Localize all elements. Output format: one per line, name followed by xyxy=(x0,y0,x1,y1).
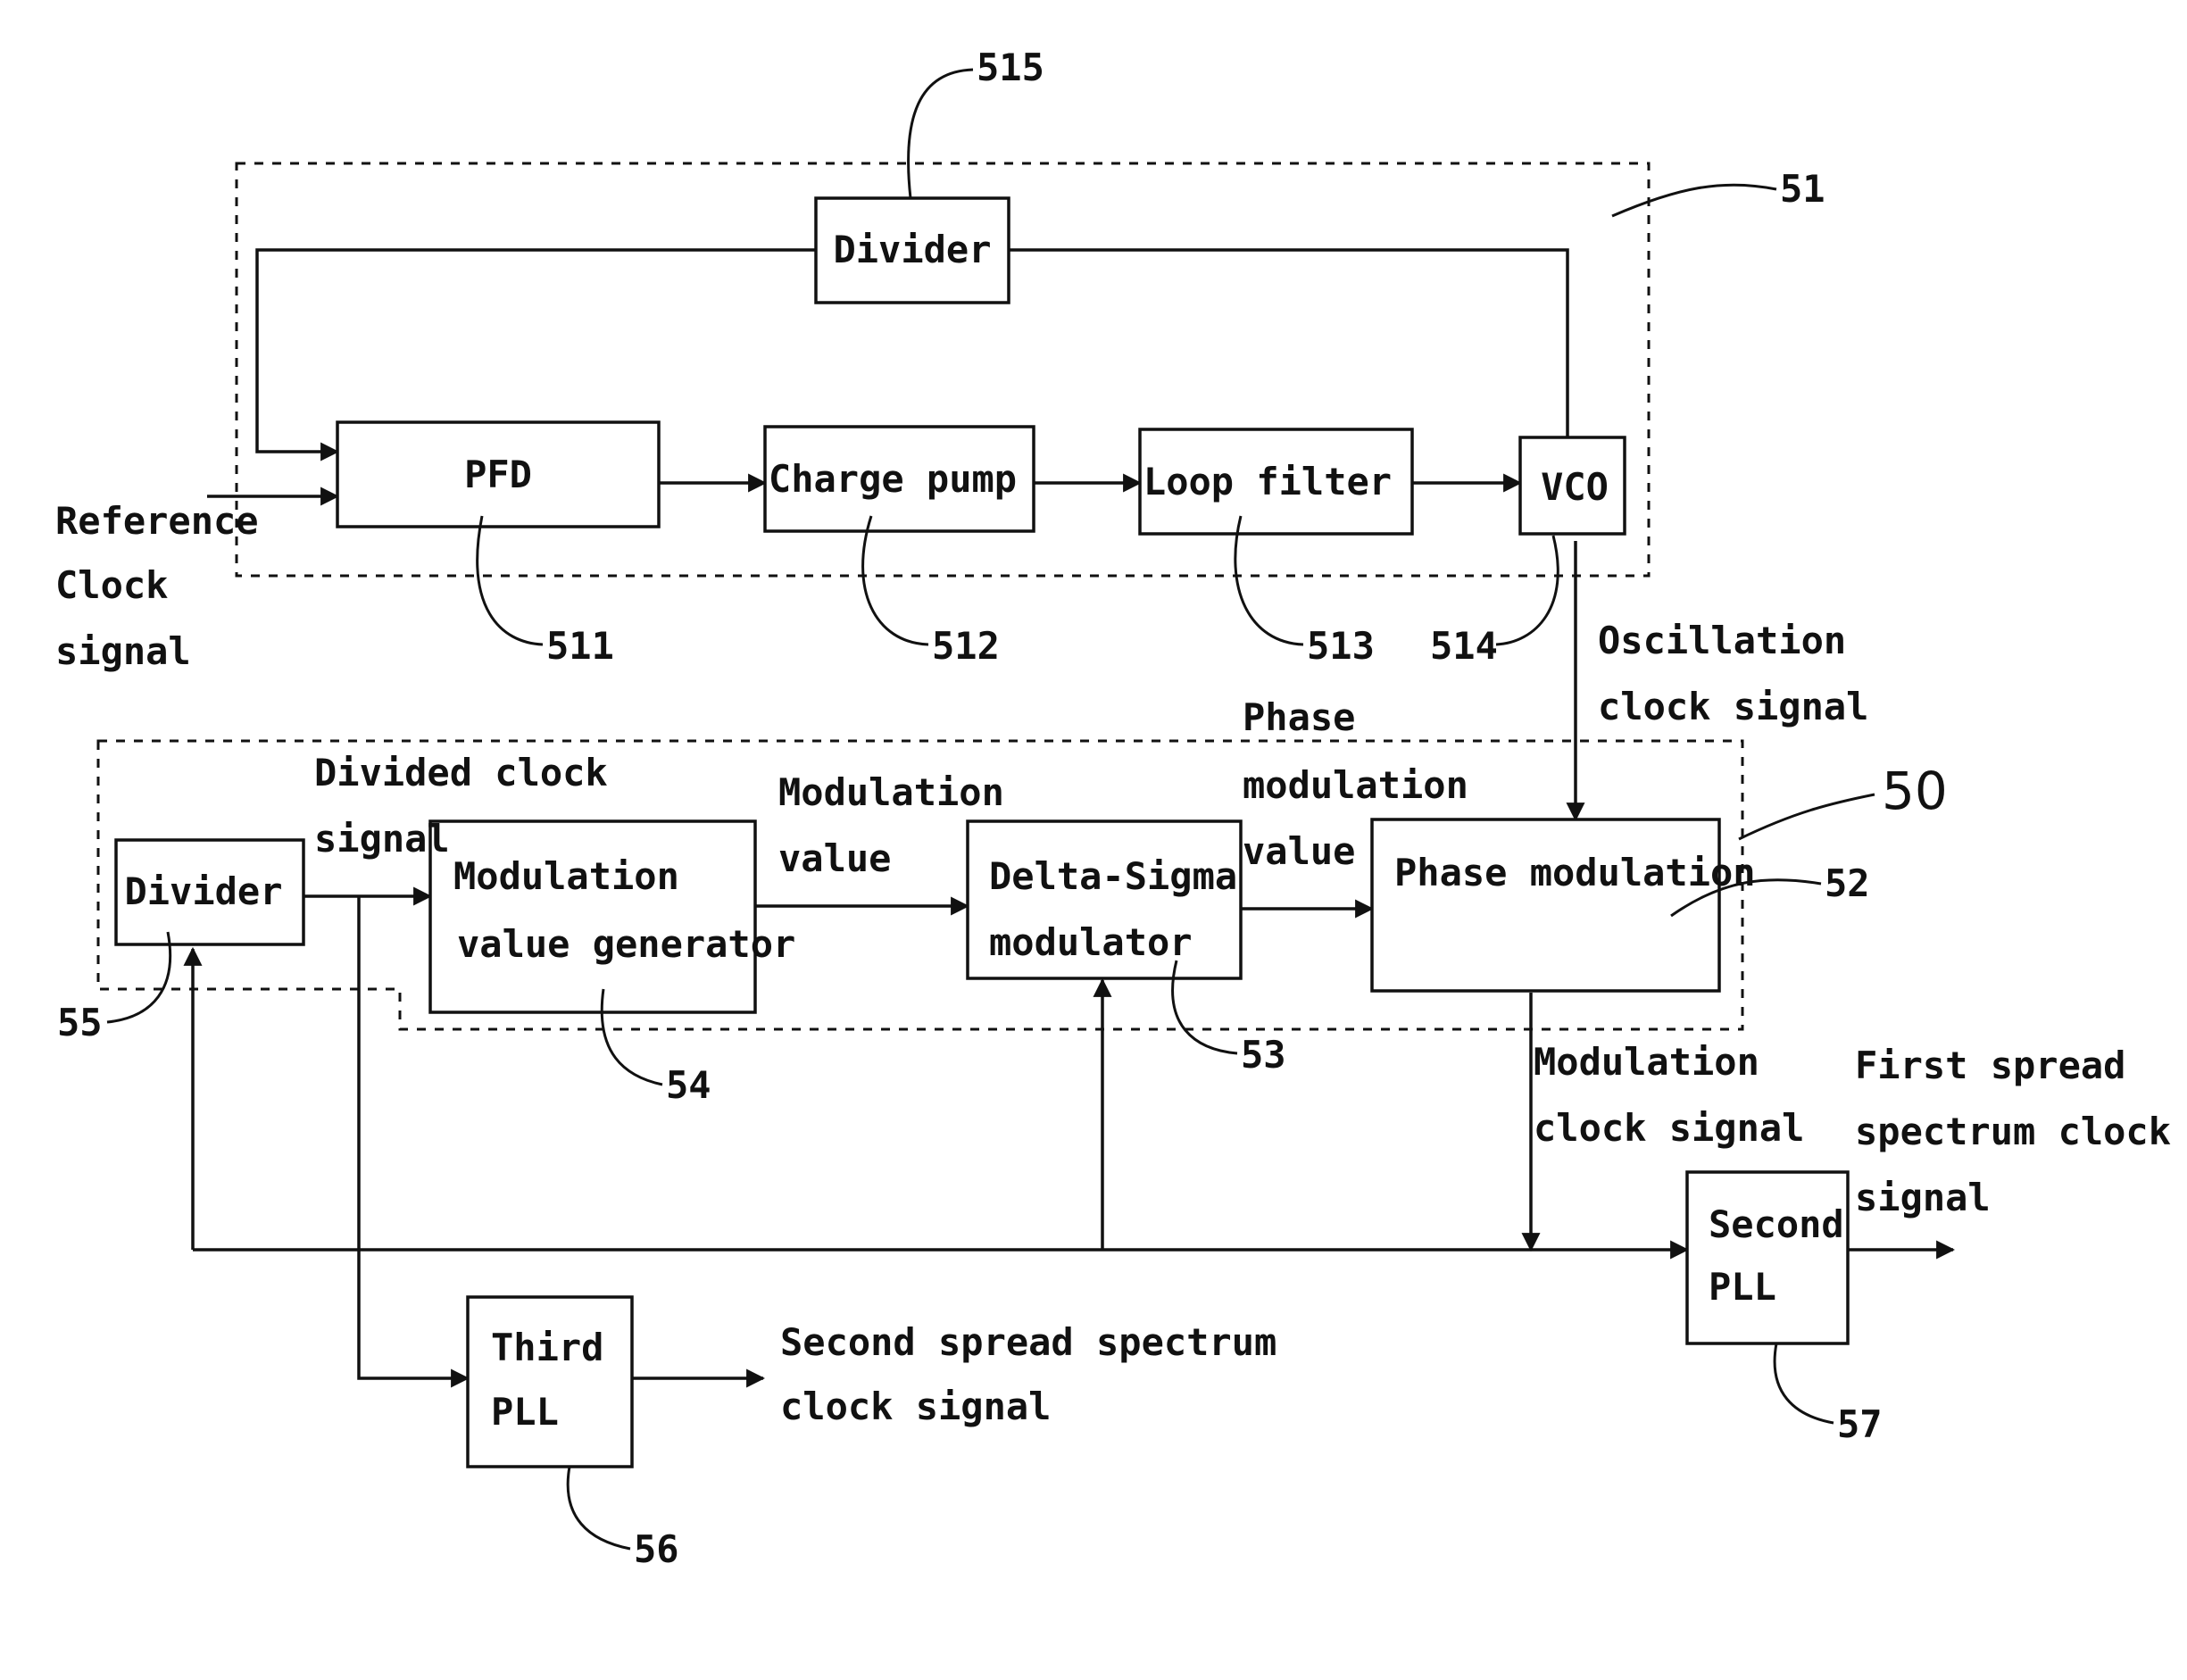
ref-56-leader xyxy=(568,1467,630,1549)
ref-514: 514 xyxy=(1430,624,1498,668)
oscillation-clock-label-line1: Oscillation xyxy=(1598,619,1846,662)
ref-51-leader xyxy=(1612,185,1776,216)
second-pll-box xyxy=(1687,1172,1848,1343)
second-pll-label-line1: Second xyxy=(1709,1202,1844,1246)
divided-clock-label-line1: Divided clock xyxy=(314,751,608,794)
ref-514-leader xyxy=(1496,536,1558,645)
ref-53: 53 xyxy=(1241,1033,1286,1077)
ref-52: 52 xyxy=(1825,861,1870,905)
reference-clock-label-line3: signal xyxy=(55,629,191,673)
modulation-value-label-line1: Modulation xyxy=(778,770,1004,814)
loop-filter-label: Loop filter xyxy=(1143,460,1392,503)
first-ssc-label-line2: spectrum clock xyxy=(1855,1110,2171,1153)
second-ssc-label-line2: clock signal xyxy=(780,1385,1051,1428)
wire-vco-to-divider xyxy=(1009,250,1567,453)
ref-511: 511 xyxy=(546,624,614,668)
divider-top-label: Divider xyxy=(833,228,991,271)
delta-sigma-label-line1: Delta-Sigma xyxy=(989,854,1237,898)
pfd-label: PFD xyxy=(464,453,532,496)
modulation-clock-label-line1: Modulation xyxy=(1534,1040,1759,1084)
ref-55: 55 xyxy=(57,1001,103,1044)
divider-left-label: Divider xyxy=(124,869,282,913)
ref-512: 512 xyxy=(932,624,1000,668)
modulation-clock-label-line2: clock signal xyxy=(1534,1106,1804,1150)
ref-56: 56 xyxy=(634,1527,679,1571)
ref-54: 54 xyxy=(666,1063,711,1107)
ref-50: 50 xyxy=(1882,761,1948,821)
ref-515-leader xyxy=(909,70,973,198)
second-pll-label-line2: PLL xyxy=(1709,1265,1776,1309)
charge-pump-label: Charge pump xyxy=(769,457,1017,501)
second-ssc-label-line1: Second spread spectrum xyxy=(780,1320,1276,1364)
phase-mod-value-label-line3: value xyxy=(1243,829,1355,873)
reference-clock-label-line1: Reference xyxy=(55,499,259,543)
ref-51: 51 xyxy=(1780,167,1825,211)
first-ssc-label-line1: First spread xyxy=(1855,1044,2125,1087)
mod-value-gen-label-line1: Modulation xyxy=(453,854,679,898)
ref-511-leader xyxy=(478,516,543,645)
mod-value-gen-label-line2: value generator xyxy=(457,922,795,966)
modulation-value-label-line2: value xyxy=(778,836,891,880)
phase-mod-label: Phase modulation xyxy=(1394,851,1756,894)
third-pll-label-line2: PLL xyxy=(491,1390,559,1434)
divided-clock-label-line2: signal xyxy=(314,817,450,861)
ref-513: 513 xyxy=(1307,624,1375,668)
ref-57: 57 xyxy=(1837,1402,1883,1446)
oscillation-clock-label-line2: clock signal xyxy=(1598,685,1868,728)
third-pll-label-line1: Third xyxy=(491,1326,603,1369)
ref-50-leader xyxy=(1739,794,1875,839)
ref-515: 515 xyxy=(977,46,1044,89)
reference-clock-label-line2: Clock xyxy=(55,563,168,607)
phase-mod-value-label-line2: modulation xyxy=(1243,763,1468,807)
mod-value-gen-box xyxy=(430,821,755,1012)
ref-57-leader xyxy=(1775,1343,1834,1423)
third-pll-box xyxy=(468,1297,632,1467)
vco-label: VCO xyxy=(1541,465,1609,509)
phase-mod-value-label-line1: Phase xyxy=(1243,695,1355,739)
ref-512-leader xyxy=(863,516,928,645)
first-ssc-label-line3: signal xyxy=(1855,1176,1991,1219)
delta-sigma-label-line2: modulator xyxy=(989,920,1193,964)
phase-mod-box xyxy=(1372,819,1719,991)
